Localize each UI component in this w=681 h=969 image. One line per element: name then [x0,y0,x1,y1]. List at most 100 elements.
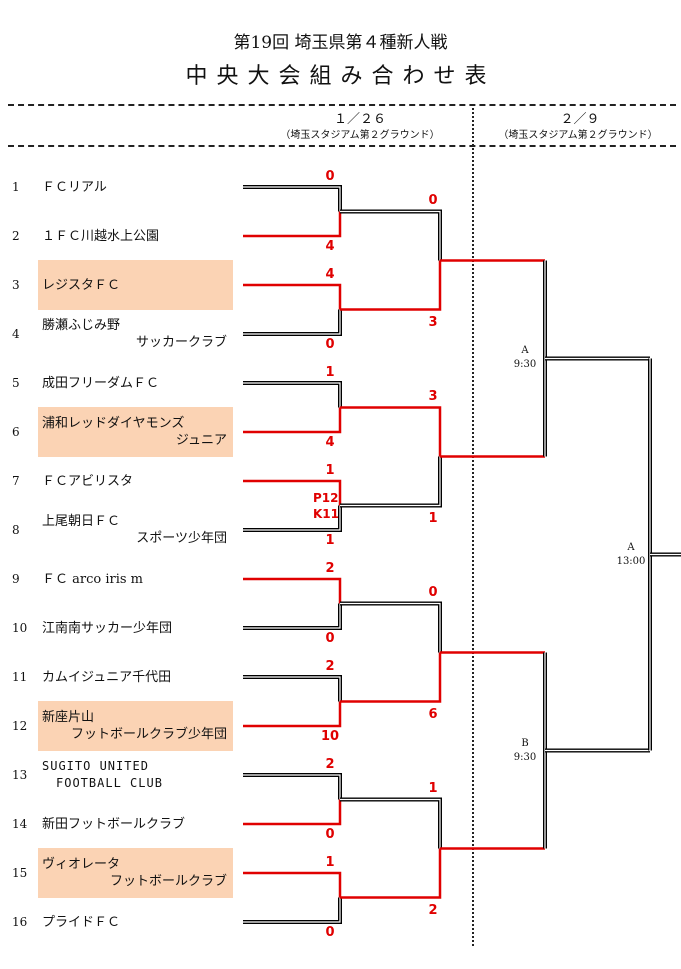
match-score: 1 [325,533,335,548]
top-rule [8,104,676,106]
bracket-line [340,406,442,457]
team-number: 4 [12,327,20,341]
bracket-line [340,797,442,849]
team-name-line1: 浦和レッドダイヤモンズ [42,416,185,431]
tournament-title: 第19回 埼玉県第４種新人戦 [233,33,448,53]
slot-name: A [521,345,529,356]
team-name: プライドＦＣ [38,914,233,931]
round2-date: ２／９ [560,112,600,127]
team-name-line1: 上尾朝日ＦＣ [42,514,121,529]
team-name-line2: FOOTBALL CLUB [56,776,163,790]
bracket-line [340,848,442,899]
team-name: 成田フリーダムＦＣ [38,375,233,392]
bracket-line [340,652,442,703]
bracket-line [243,603,342,630]
team-name-line1: ＦＣ arco iris m [42,572,143,587]
team-name: 新座片山フットボールクラブ少年団 [38,701,233,751]
slot-name: A [627,542,635,553]
match-score: 4 [325,435,335,450]
bracket-line [340,260,442,311]
team-name-line1: 江南南サッカー少年団 [42,621,173,636]
team-name: 江南南サッカー少年団 [38,620,233,637]
bracket-line [340,456,441,507]
bracket-line [243,505,342,532]
bracket-line [243,676,341,702]
team-number: 16 [12,915,28,929]
team-name-line2: フットボールクラブ [109,874,227,889]
team-name-line1: ＦＣリアル [42,180,107,195]
team-name-line1: ヴィオレータ [42,857,121,872]
round-divider [472,104,474,946]
match-score: 4 [325,239,335,254]
team-name: 浦和レッドダイヤモンズジュニア [38,407,233,457]
team-number: 12 [12,719,28,733]
match-score: 4 [325,267,335,282]
bracket-line [243,186,341,212]
bracket-line [243,283,342,310]
bracket-line [243,773,342,800]
bracket-line [340,601,442,653]
match-score: 3 [428,315,438,330]
match-score: 1 [428,511,438,526]
semi-a-slot: A 9:30 [505,344,545,372]
team-name-line1: レジスタＦＣ [42,277,121,293]
match-score: 1 [325,463,335,478]
team-name: １ＦＣ川越水上公園 [38,228,233,245]
match-score: 0 [428,585,438,600]
team-number: 5 [12,376,20,390]
team-number: 7 [12,474,20,488]
slot-time: 9:30 [513,359,537,370]
bracket-line [243,897,342,924]
round2-venue: （埼玉スタジアム第２グラウンド） [498,130,658,141]
semi-b-slot: B 9:30 [505,737,545,765]
team-name: ＦＣリアル [38,179,233,196]
bracket-line [243,774,341,800]
bracket-line [243,381,342,408]
team-name-line1: 新座片山 [42,710,95,725]
match-score: 0 [325,827,335,842]
team-number: 14 [12,817,28,831]
team-name: 上尾朝日ＦＣ スポーツ少年団 [38,513,233,547]
match-score: 0 [325,925,335,940]
match-score: 2 [325,757,335,772]
match-score: 0 [325,169,335,184]
match-score: 1 [325,855,335,870]
bracket-line [243,407,342,434]
round1-venue: （埼玉スタジアム第２グラウンド） [280,130,440,141]
match-score: 6 [428,707,438,722]
team-number: 15 [12,866,28,880]
bracket-line [243,309,342,336]
match-score: 2 [325,659,335,674]
slot-name: B [521,738,529,749]
match-score: 0 [325,337,335,352]
pk-line: K11 [313,507,339,521]
team-name-line1: １ＦＣ川越水上公園 [42,229,160,244]
round1-date: １／２６ [333,112,386,127]
slot-time: 13:00 [616,556,646,567]
team-name-line2: ジュニア [175,433,227,448]
team-name: ＦＣ arco iris m [38,571,233,588]
team-name-line1: 成田フリーダムＦＣ [42,376,160,391]
match-score: 0 [325,631,335,646]
bracket-line [243,382,341,408]
team-name: ヴィオレータフットボールクラブ [38,848,233,898]
bracket-line [243,505,341,531]
team-name-line1: カムイジュニア千代田 [42,670,172,685]
team-name-line2: スポーツ少年団 [136,531,227,546]
team-number: 10 [12,621,28,635]
bracket-line [243,675,342,702]
bracket-line [243,577,342,604]
bracket-line [243,799,342,826]
bracket-line [340,798,441,849]
team-number: 2 [12,229,20,243]
team-name-line1: ＦＣアビリスタ [42,474,134,489]
bracket-line [340,209,442,261]
bracket-line [243,309,341,335]
team-number: 1 [12,180,20,194]
match-score: 2 [428,903,438,918]
bracket-line [243,897,341,923]
bracket-line [243,871,342,898]
team-number: 6 [12,425,20,439]
